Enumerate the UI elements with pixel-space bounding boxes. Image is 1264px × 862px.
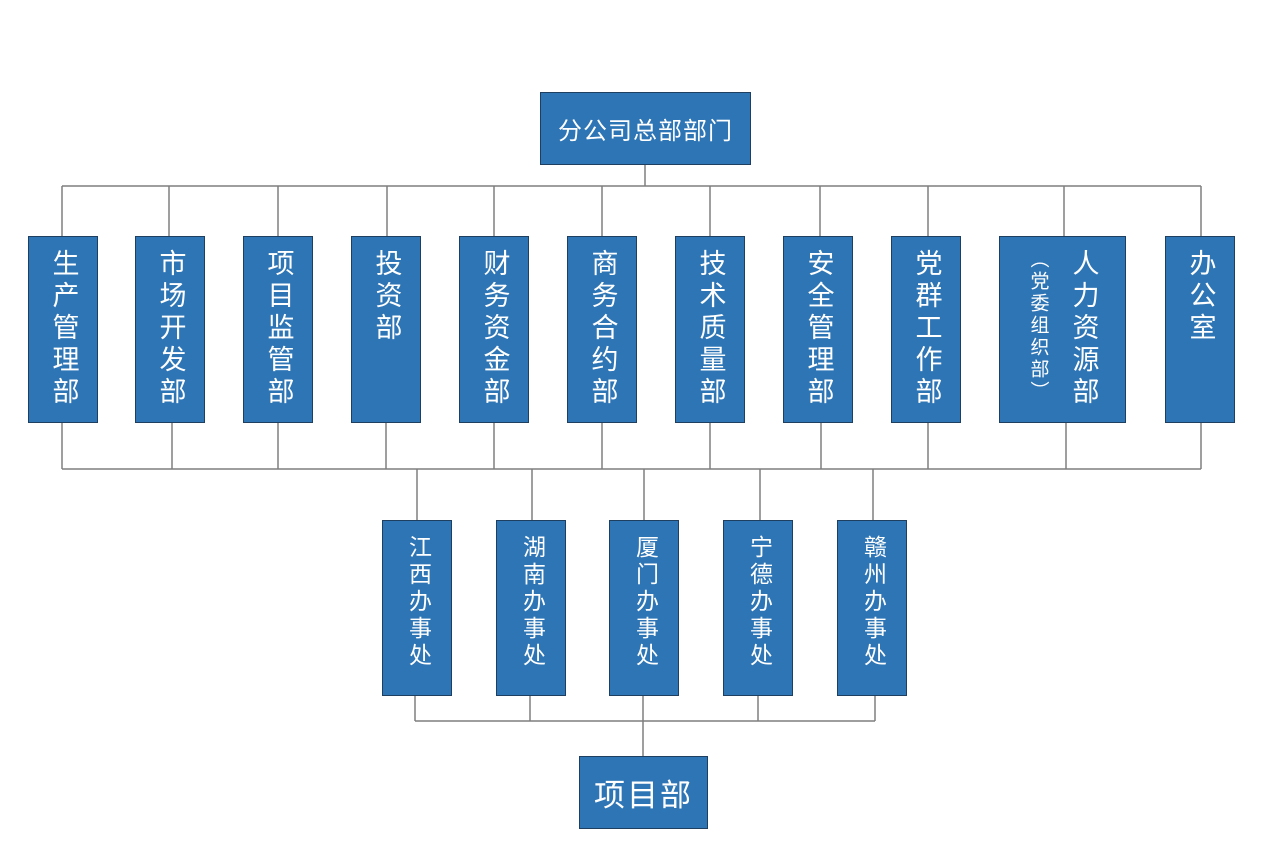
department-label: 安全管理部 (802, 249, 834, 409)
department-node: 生产管理部 (28, 236, 98, 423)
office-label: 江西办事处 (404, 535, 431, 670)
root-node-label: 分公司总部部门 (558, 117, 733, 145)
office-label: 湖南办事处 (518, 535, 545, 670)
department-node: 办公室 (1165, 236, 1235, 423)
department-label: 生产管理部 (47, 249, 79, 409)
root-node: 分公司总部部门 (540, 92, 751, 165)
office-node: 江西办事处 (382, 520, 452, 696)
department-label: 投资部 (370, 249, 402, 345)
office-node: 宁德办事处 (723, 520, 793, 696)
department-label: 办公室 (1184, 249, 1216, 345)
department-node: 财务资金部 (459, 236, 529, 423)
office-label: 赣州办事处 (859, 535, 886, 670)
department-node: 党群工作部 (891, 236, 961, 423)
department-label: 财务资金部 (478, 249, 510, 409)
project-node: 项目部 (579, 756, 708, 829)
department-node: 项目监管部 (243, 236, 313, 423)
office-label: 宁德办事处 (745, 535, 772, 670)
office-node: 厦门办事处 (609, 520, 679, 696)
department-label: 人力资源部 (1067, 249, 1099, 409)
department-label: 党群工作部 (910, 249, 942, 409)
department-node: 市场开发部 (135, 236, 205, 423)
office-label: 厦门办事处 (631, 535, 658, 670)
department-sub-label: （党委组织部） (1027, 249, 1050, 403)
department-node: 投资部 (351, 236, 421, 423)
department-label: 市场开发部 (154, 249, 186, 409)
office-node: 赣州办事处 (837, 520, 907, 696)
department-node: 技术质量部 (675, 236, 745, 423)
department-node: （党委组织部） 人力资源部 (999, 236, 1126, 423)
office-node: 湖南办事处 (496, 520, 566, 696)
department-node: 商务合约部 (567, 236, 637, 423)
department-label: 商务合约部 (586, 249, 618, 409)
department-label: 项目监管部 (262, 249, 294, 409)
project-node-label: 项目部 (594, 778, 693, 814)
department-label: 技术质量部 (694, 249, 726, 409)
department-node: 安全管理部 (783, 236, 853, 423)
